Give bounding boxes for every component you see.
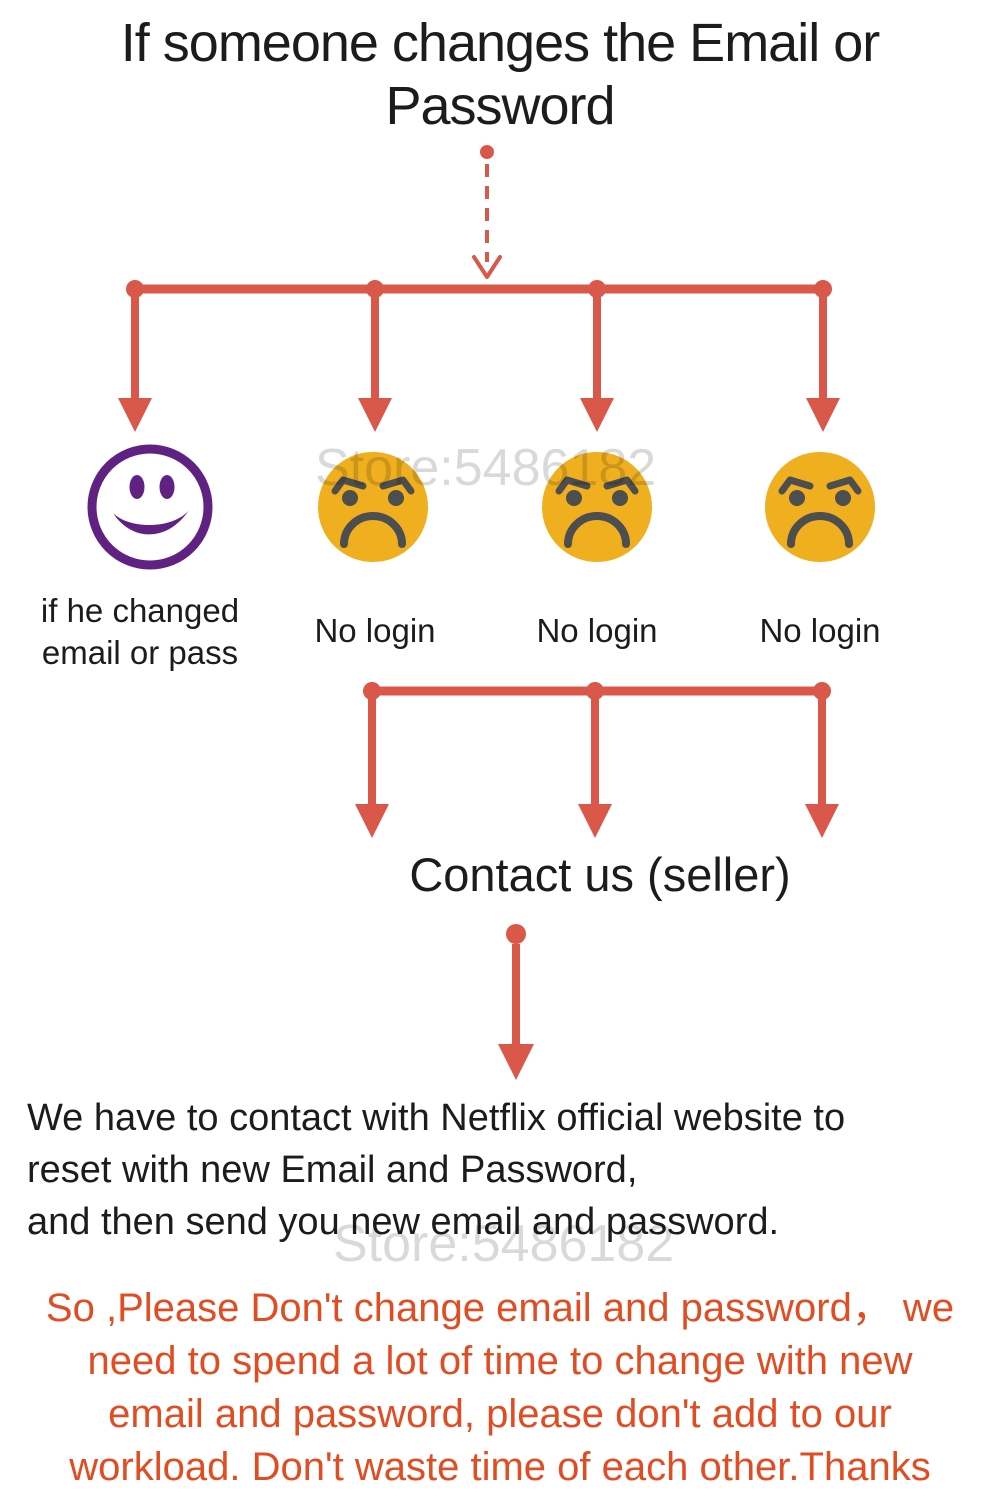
connector-1-dot: [814, 280, 832, 298]
connector-1-dot: [366, 280, 384, 298]
explanation-paragraph: We have to contact with Netflix official…: [27, 1092, 977, 1248]
sad-mouth: [340, 512, 406, 548]
connector-2-dot: [813, 682, 831, 700]
warning-line3: email and password, please don't add to …: [108, 1392, 892, 1436]
page-title: If someone changes the Email or Password: [0, 12, 1000, 138]
warning-line1: So ,Please Don't change email and passwo…: [45, 1286, 955, 1330]
contact-arrow-head: [498, 1044, 534, 1080]
page-title-line1: If someone changes the Email or: [120, 13, 880, 73]
sad-face-icon: [318, 452, 428, 562]
sad-eye: [388, 490, 404, 506]
sad-mouth: [787, 512, 853, 548]
sad-eye: [835, 490, 851, 506]
sad-face-icon: [542, 452, 652, 562]
branch-arrow-head: [118, 398, 152, 432]
store-watermark: Store:5486182: [333, 1215, 675, 1273]
sad-eyebrow: [331, 476, 367, 495]
warning-paragraph: So ,Please Don't change email and passwo…: [10, 1282, 990, 1494]
sad-eye: [789, 490, 805, 506]
explanation-line3: and then send you new email and password…: [27, 1201, 780, 1243]
store-watermark: Store:5486182: [315, 439, 657, 497]
sad-eye: [342, 490, 358, 506]
happy-eye: [129, 475, 145, 499]
sad-eye: [612, 490, 628, 506]
contact-arrow-dot: [506, 924, 526, 944]
branch-arrow-head: [580, 398, 614, 432]
sad-eyebrow: [379, 476, 415, 495]
no-login-label: No login: [536, 612, 658, 649]
sad-eyebrow: [555, 476, 591, 495]
explanation-line2: reset with new Email and Password,: [27, 1149, 638, 1191]
sad-eyebrow: [778, 476, 814, 495]
branch-arrow-head: [355, 804, 389, 838]
happy-branch-label: if he changed email or pass: [15, 590, 265, 674]
sad-eyebrow: [826, 476, 862, 495]
connector-1-dot: [588, 280, 606, 298]
happy-branch-label-line1: if he changed: [40, 592, 240, 629]
branch-arrow-head: [805, 804, 839, 838]
sad-face-icon: [765, 452, 875, 562]
contact-us-heading: Contact us (seller): [409, 848, 791, 901]
sad-eye: [566, 490, 582, 506]
sad-mouth: [564, 512, 630, 548]
happy-face-icon: [87, 444, 213, 570]
dashed-arrow-head: [472, 255, 502, 279]
happy-eye: [159, 475, 175, 499]
branch-arrow-head: [578, 804, 612, 838]
page-title-line2: Password: [385, 76, 615, 136]
explanation-line1: We have to contact with Netflix official…: [27, 1097, 846, 1139]
no-login-label: No login: [314, 612, 436, 649]
flow-start-dot: [480, 145, 494, 159]
happy-branch-label-line2: email or pass: [41, 634, 239, 671]
warning-line4: workload. Don't waste time of each other…: [69, 1445, 931, 1489]
sad-eyebrow: [603, 476, 639, 495]
no-login-label: No login: [759, 612, 881, 649]
connector-2-dot: [586, 682, 604, 700]
branch-arrow-head: [358, 398, 392, 432]
connector-2-dot: [363, 682, 381, 700]
connector-1-dot: [126, 280, 144, 298]
warning-line2: need to spend a lot of time to change wi…: [87, 1339, 913, 1383]
happy-smile: [113, 510, 189, 535]
branch-arrow-head: [806, 398, 840, 432]
